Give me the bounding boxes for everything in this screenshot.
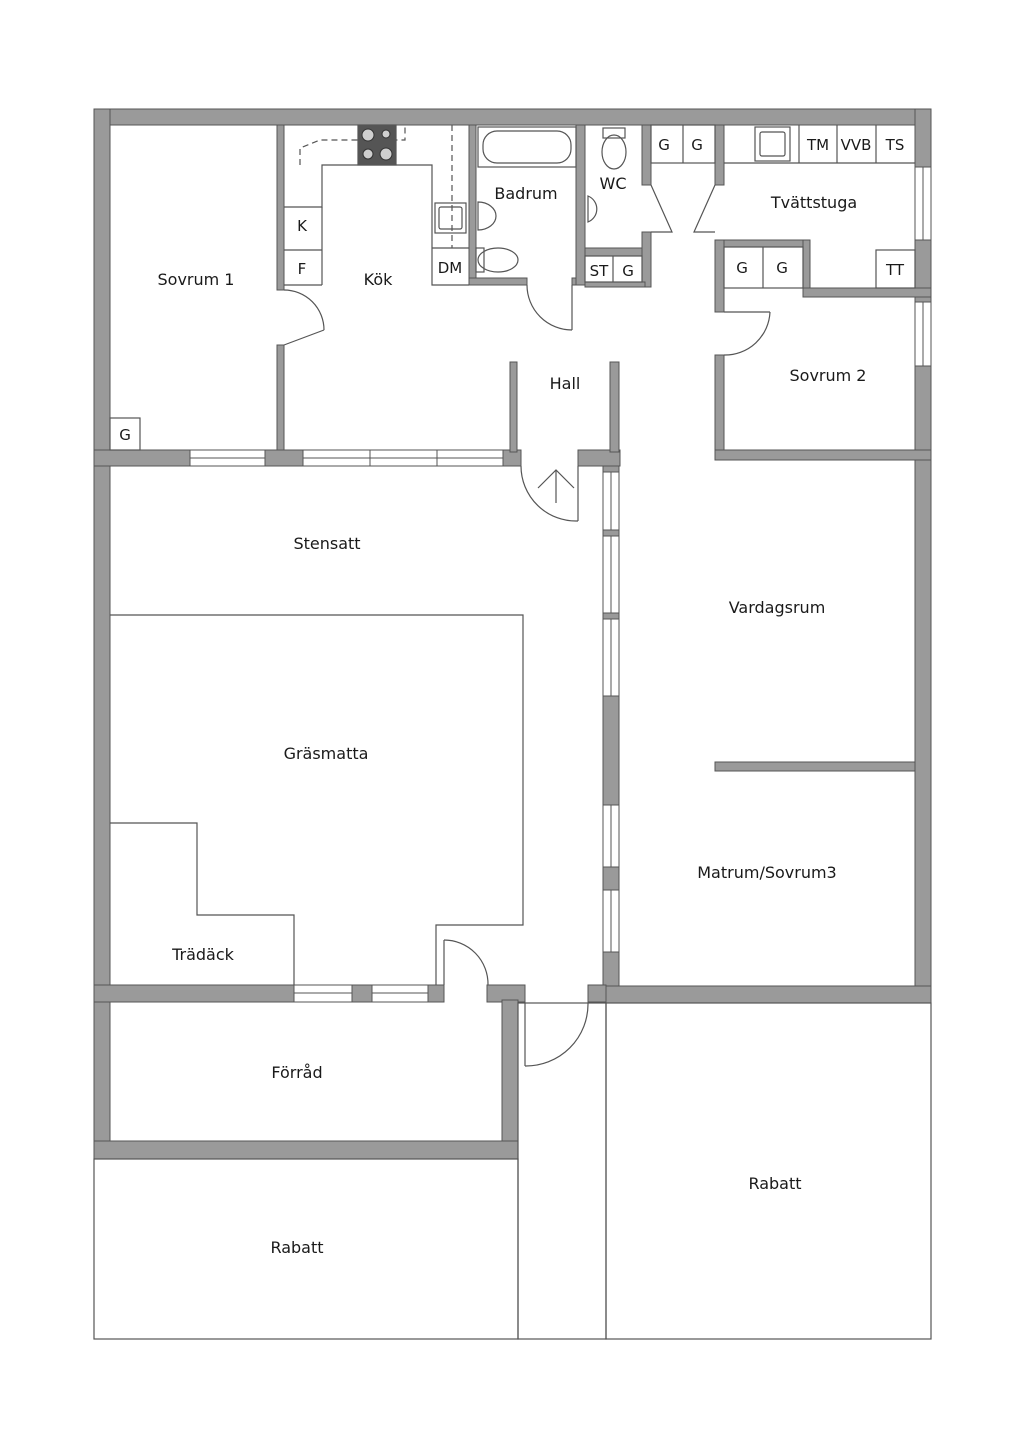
room-label-matrum: Matrum/Sovrum3: [697, 863, 836, 882]
room-label-sovrum2: Sovrum 2: [790, 366, 867, 385]
room-label-stensatt: Stensatt: [293, 534, 360, 553]
fixture-label-tt: TT: [885, 261, 905, 279]
fixture-label-g-cab2: G: [691, 136, 703, 154]
room-label-wc: WC: [600, 174, 627, 193]
walls: [93, 108, 932, 1160]
room-label-badrum: Badrum: [494, 184, 557, 203]
room-label-grasmatta: Gräsmatta: [284, 744, 369, 763]
fixture-label-f: F: [298, 260, 307, 278]
room-label-kok: Kök: [364, 270, 393, 289]
windows: [189, 166, 932, 1003]
stove-icon: [361, 128, 393, 161]
room-label-hall: Hall: [550, 374, 581, 393]
outlines: [93, 124, 932, 1340]
room-labels: Sovrum 1 Kök Badrum WC Tvättstuga Hall S…: [158, 174, 867, 1257]
room-label-rabatt-left: Rabatt: [270, 1238, 323, 1257]
room-label-tvattstuga: Tvättstuga: [770, 193, 857, 212]
fixture-label-dm: DM: [438, 259, 463, 277]
fixture-label-g-tv1: G: [736, 259, 748, 277]
fixture-label-g-wc: G: [622, 262, 634, 280]
fixture-label-k: K: [297, 217, 308, 235]
fixture-label-g-cab1: G: [658, 136, 670, 154]
room-label-tradack: Trädäck: [171, 945, 235, 964]
fixture-label-g-sovrum1: G: [119, 426, 131, 444]
room-label-vardagsrum: Vardagsrum: [729, 598, 826, 617]
fixture-label-tm: TM: [806, 136, 829, 154]
fixture-label-st: ST: [590, 262, 610, 280]
room-label-sovrum1: Sovrum 1: [158, 270, 235, 289]
fixture-label-g-tv2: G: [776, 259, 788, 277]
room-label-rabatt-right: Rabatt: [748, 1174, 801, 1193]
fixture-label-vvb: VVB: [841, 136, 872, 154]
fixture-label-ts: TS: [885, 136, 905, 154]
room-label-forrad: Förråd: [271, 1063, 322, 1082]
fixture-labels: K F DM ST G G G TM VVB TS G G TT G: [119, 136, 905, 444]
